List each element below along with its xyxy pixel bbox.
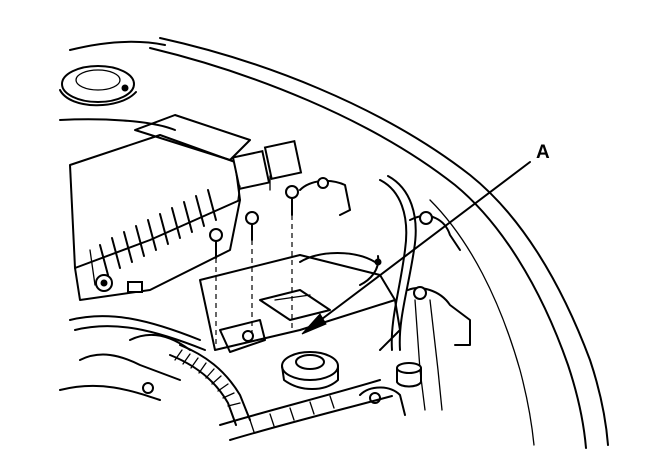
- callout-leader: [301, 161, 531, 335]
- reservoir: [396, 362, 422, 388]
- engine-fins: [99, 189, 217, 276]
- bracket-right: [407, 286, 471, 411]
- wire-harness: [359, 175, 461, 351]
- bracket-center: [299, 177, 351, 216]
- relay-boxes: [231, 140, 303, 201]
- firewall-lines: [59, 40, 176, 131]
- lower-hoses: [59, 315, 251, 426]
- strut-nut-center: [281, 351, 339, 390]
- frame-rail: [219, 379, 393, 441]
- strut-tower-left: [59, 65, 137, 107]
- bracket-bottom-right: [359, 386, 406, 416]
- bolts: [209, 185, 299, 345]
- air-cleaner-box: [69, 114, 251, 301]
- bolt-left-engine: [95, 274, 143, 293]
- fender-outline: [149, 37, 609, 449]
- battery-tray: [199, 252, 401, 353]
- callout-label-a: A: [536, 142, 550, 163]
